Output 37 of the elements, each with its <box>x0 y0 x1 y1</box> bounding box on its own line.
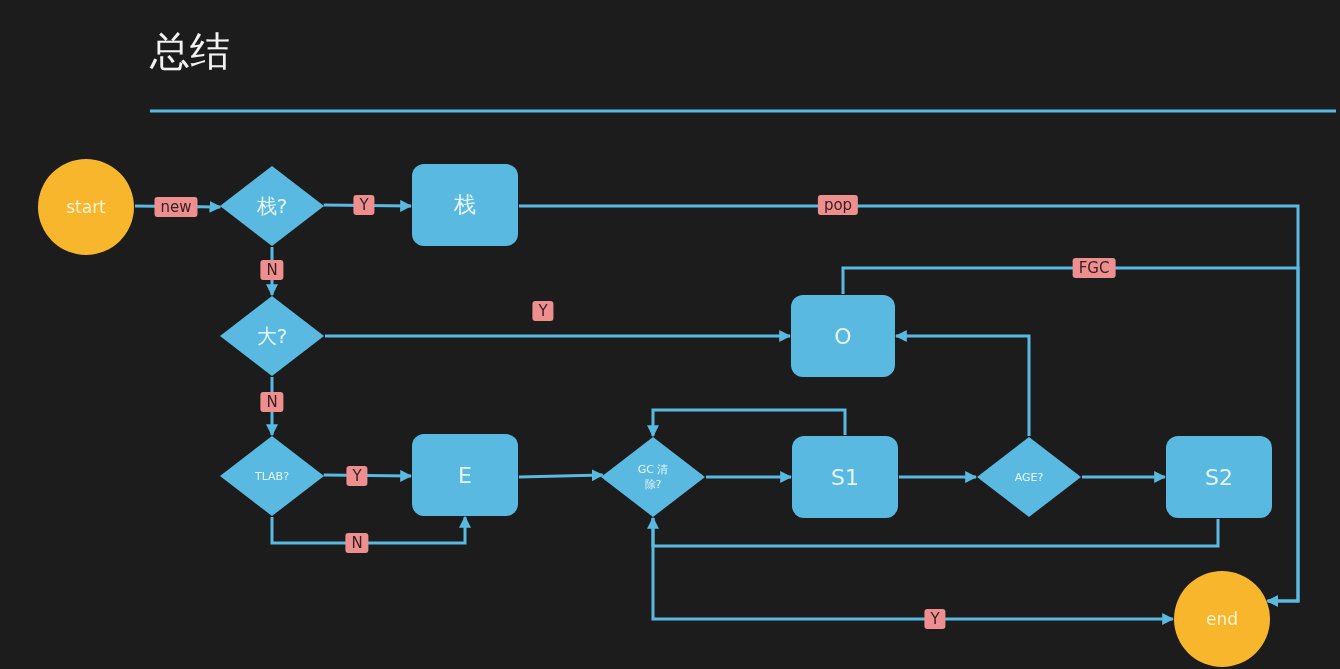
edge-label: new <box>154 197 198 217</box>
title: 总结 <box>150 27 230 76</box>
decision-diamond: GC 清除? <box>601 437 705 517</box>
edge-label: Y <box>353 195 375 215</box>
arrow <box>270 515 471 545</box>
arrow <box>651 518 1175 625</box>
edge-label: N <box>345 533 369 553</box>
edge-label: Y <box>532 301 554 321</box>
decision-diamond: 大? <box>220 296 324 376</box>
arrow <box>841 266 1300 607</box>
terminal-circle: start <box>38 159 134 255</box>
arrow <box>266 377 278 437</box>
process-box: 栈 <box>412 164 518 246</box>
terminal-circle: end <box>1174 571 1270 667</box>
process-box: S1 <box>792 436 898 518</box>
process-box: E <box>412 434 518 516</box>
arrow <box>899 471 978 483</box>
decision-diamond: TLAB? <box>220 436 324 516</box>
process-box: S2 <box>1166 436 1272 518</box>
decision-diamond: AGE? <box>977 437 1081 517</box>
arrow <box>323 199 413 212</box>
decision-diamond: 栈? <box>220 166 324 246</box>
edge-label: Y <box>346 466 368 486</box>
edge-label: pop <box>817 195 859 215</box>
edge-label: FGC <box>1072 258 1116 278</box>
edge-label: Y <box>924 609 946 629</box>
arrow <box>323 469 413 482</box>
arrow <box>1082 471 1167 483</box>
process-box: O <box>791 295 895 377</box>
arrow <box>894 330 1031 436</box>
arrow <box>647 516 1220 548</box>
edge-label: N <box>260 392 284 412</box>
arrow <box>647 408 847 438</box>
arrow <box>518 469 604 482</box>
edge-label: N <box>260 260 284 280</box>
arrow <box>325 330 792 342</box>
arrow <box>706 471 793 483</box>
